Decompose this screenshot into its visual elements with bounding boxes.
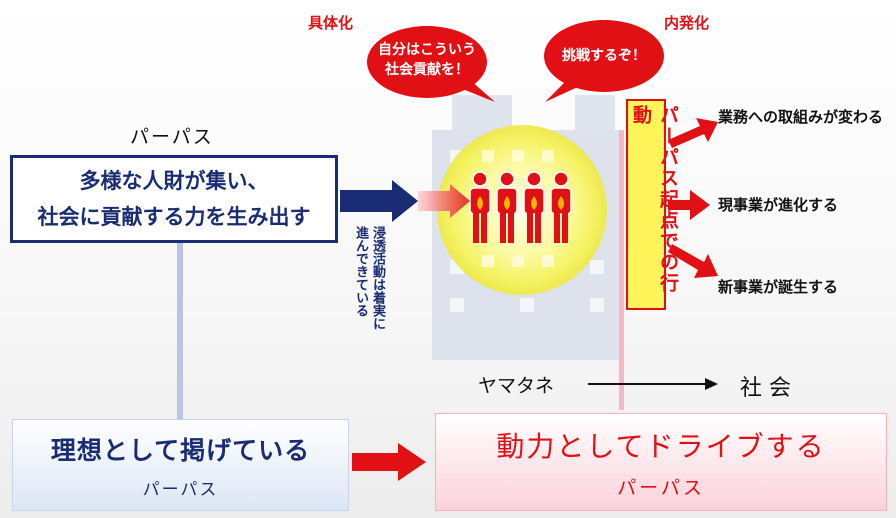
ideal-purpose-box: 理想として掲げている パーパス <box>12 419 349 511</box>
purpose-line1: 多様な人財が集い、 <box>79 168 269 193</box>
purpose-title: パーパス <box>130 126 214 148</box>
purpose-action-text: パーパス起点での行動 <box>630 105 679 294</box>
speech-bubble-left <box>367 26 495 102</box>
society-label: 社 会 <box>740 376 791 401</box>
speech-bubble-left-text: 自分はこういう 社会貢献を！ <box>367 40 487 80</box>
bubble-left-line2: 社会貢献を！ <box>385 62 469 78</box>
purpose-statement-box: 多様な人財が集い、 社会に貢献する力を生み出す <box>10 155 338 243</box>
outcome-work-changes: 業務への取組みが変わる <box>718 108 884 126</box>
ideal-sub: パーパス <box>142 479 219 500</box>
building-windows-in-glow <box>482 150 554 267</box>
drive-purpose-box: 動力としてドライブする パーパス <box>435 413 887 511</box>
purpose-action-box: パーパス起点での行動 <box>626 99 679 310</box>
yamatane-to-society-arrow <box>588 378 718 390</box>
bubble-left-line1: 自分はこういう <box>378 42 476 58</box>
outcome-business-evolves: 現事業が進化する <box>718 196 839 214</box>
penetration-text: 浸透活動は着実に 進んできている <box>352 226 386 376</box>
purpose-connector-line <box>177 243 183 421</box>
penetration-line1: 浸透活動は着実に <box>370 226 385 330</box>
yamatane-label: ヤマタネ <box>478 375 555 397</box>
speech-bubble-right <box>544 20 664 102</box>
glow-circle <box>437 125 607 295</box>
penetration-arrow <box>340 180 470 222</box>
drive-sub: パーパス <box>617 476 705 499</box>
outcome-new-business: 新事業が誕生する <box>718 278 839 296</box>
ideal-main: 理想として掲げている <box>50 435 311 465</box>
penetration-line2: 進んできている <box>353 226 368 317</box>
concretize-label: 具体化 <box>308 14 354 32</box>
vertical-divider-line <box>619 130 624 410</box>
speech-bubble-right-text: 挑戦するぞ！ <box>562 48 646 64</box>
internalize-label: 内発化 <box>664 14 710 32</box>
outcome-arrows <box>668 118 718 278</box>
purpose-line2: 社会に貢献する力を生み出す <box>37 204 311 229</box>
drive-main: 動力としてドライブする <box>496 429 826 463</box>
drive-arrow <box>352 443 426 481</box>
